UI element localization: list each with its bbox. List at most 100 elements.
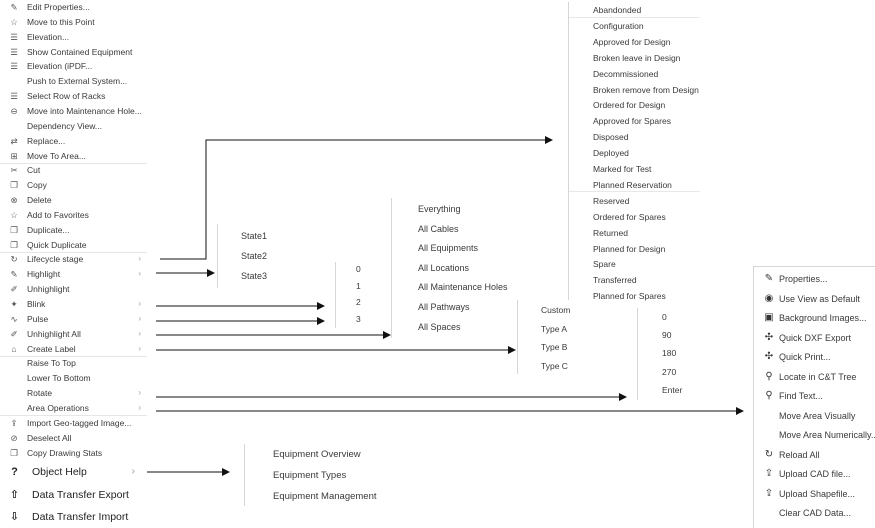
lifecycle-option-transferred[interactable]: Transferred [593,275,637,287]
menu-item-move-into-maintenance-hole[interactable]: ⊖Move into Maintenance Hole... [0,105,147,117]
lifecycle-option-returned[interactable]: Returned [593,228,628,240]
unhighlight-option-all-locations[interactable]: All Locations [418,262,469,274]
lifecycle-option-disposed[interactable]: Disposed [593,132,628,144]
upload-icon: ⇪ [764,468,774,479]
label-option-custom[interactable]: Custom [541,305,570,317]
lifecycle-option-marked-for-test[interactable]: Marked for Test [593,164,651,176]
menu-item-cut[interactable]: ✂Cut [0,164,147,176]
rotate-option-180[interactable]: 180 [662,348,676,360]
lifecycle-option-ordered-for-spares[interactable]: Ordered for Spares [593,212,666,224]
lifecycle-option-ordered-for-design[interactable]: Ordered for Design [593,100,665,112]
lifecycle-option-configuration[interactable]: Configuration [593,21,644,33]
menu-item-create-label[interactable]: ⌂Create Label› [0,343,147,355]
menu-item-delete[interactable]: ⊗Delete [0,194,147,206]
menu-item-add-to-favorites[interactable]: ☆Add to Favorites [0,209,147,221]
number-option-1[interactable]: 1 [356,281,361,293]
lifecycle-option-planned-for-design[interactable]: Planned for Design [593,244,665,256]
menu-item-lower-to-bottom[interactable]: Lower To Bottom [0,372,147,384]
menu-item-edit-properties[interactable]: ✎Edit Properties... [0,1,147,13]
unhighlight-option-all-cables[interactable]: All Cables [418,223,459,235]
menu-item-move-to-this-point[interactable]: ☆Move to this Point [0,16,147,28]
menu-item-area-operations[interactable]: Area Operations› [0,402,147,414]
menu-item-copy[interactable]: ❐Copy [0,179,147,191]
menu-item-quick-duplicate[interactable]: ❐Quick Duplicate [0,239,147,251]
lifecycle-option-reserved[interactable]: Reserved [593,196,629,208]
menu-item-data-transfer-export[interactable]: ⇧Data Transfer Export [0,487,147,503]
help-option-equipment-management[interactable]: Equipment Management [273,491,377,504]
number-option-2[interactable]: 2 [356,297,361,309]
rotate-option-270[interactable]: 270 [662,367,676,379]
area-option-quick-dxf-export[interactable]: ✣Quick DXF Export [765,332,851,344]
lifecycle-option-planned-for-spares[interactable]: Planned for Spares [593,291,666,303]
menu-item-elevation-ipdf[interactable]: ☰Elevation (iPDF... [0,60,147,72]
menu-item-copy-drawing-stats[interactable]: ❐Copy Drawing Stats [0,447,147,459]
lifecycle-option-spare[interactable]: Spare [593,259,616,271]
area-option-use-view-as-default[interactable]: ◉Use View as Default [765,293,860,305]
area-option-find-text[interactable]: ⚲Find Text... [765,390,823,402]
lifecycle-option-abandonded[interactable]: Abandonded [593,5,641,17]
state-option-state1[interactable]: State1 [241,230,267,242]
area-option-locate-in-c-t-tree[interactable]: ⚲Locate in C&T Tree [765,371,856,383]
rotate-option-90[interactable]: 90 [662,330,671,342]
menu-item-highlight[interactable]: ✎Highlight› [0,268,147,280]
area-option-quick-print[interactable]: ✣Quick Print... [765,351,831,363]
menu-item-push-to-external-system[interactable]: Push to External System... [0,75,147,87]
menu-item-deselect-all[interactable]: ⊘Deselect All [0,432,147,444]
item-label: Reserved [593,195,630,206]
unhighlight-option-all-spaces[interactable]: All Spaces [418,321,461,333]
lifecycle-option-broken-remove-from-design[interactable]: Broken remove from Design [593,85,699,97]
menu-item-show-contained-equipment[interactable]: ☰Show Contained Equipment [0,46,147,58]
label-option-type-c[interactable]: Type C [541,361,568,373]
unhighlight-option-all-pathways[interactable]: All Pathways [418,301,470,313]
area-option-properties[interactable]: ✎Properties... [765,273,828,285]
hole-icon: ⊖ [10,105,18,116]
item-label: All Equipments [418,243,479,254]
item-label: 270 [662,366,677,377]
area-option-clear-cad-data[interactable]: Clear CAD Data... [779,507,851,519]
menu-item-dependency-view[interactable]: Dependency View... [0,120,147,132]
unhighlight-option-all-maintenance-holes[interactable]: All Maintenance Holes [418,281,508,293]
area-option-move-area-visually[interactable]: Move Area Visually [779,410,855,422]
menu-item-import-geo-tagged-image[interactable]: ⇪Import Geo-tagged Image... [0,417,147,429]
help-option-equipment-overview[interactable]: Equipment Overview [273,449,361,462]
lifecycle-option-planned-reservation[interactable]: Planned Reservation [593,180,672,192]
menu-item-duplicate[interactable]: ❐Duplicate... [0,224,147,236]
help-option-equipment-types[interactable]: Equipment Types [273,470,346,483]
menu-item-raise-to-top[interactable]: Raise To Top [0,357,147,369]
menu-item-object-help[interactable]: ?Object Help› [0,464,147,480]
menu-item-unhighlight-all[interactable]: ✐Unhighlight All› [0,328,147,340]
lifecycle-option-deployed[interactable]: Deployed [593,148,629,160]
reload-icon: ↻ [764,448,774,460]
area-option-reload-all[interactable]: ↻Reload All [765,449,820,461]
state-option-state2[interactable]: State2 [241,250,267,262]
menu-item-replace[interactable]: ⇄Replace... [0,135,147,147]
label-option-type-a[interactable]: Type A [541,324,567,336]
state-option-state3[interactable]: State3 [241,270,267,282]
area-option-upload-cad-file[interactable]: ⇪Upload CAD file... [765,468,851,480]
lifecycle-option-decommissioned[interactable]: Decommissioned [593,69,658,81]
lifecycle-option-broken-leave-in-design[interactable]: Broken leave in Design [593,53,680,65]
menu-item-elevation[interactable]: ☰Elevation... [0,31,147,43]
rotate-option-enter[interactable]: Enter [662,385,682,397]
label-option-type-b[interactable]: Type B [541,342,567,354]
lifecycle-option-approved-for-spares[interactable]: Approved for Spares [593,116,671,128]
menu-item-move-to-area[interactable]: ⊞Move To Area... [0,150,147,162]
area-option-upload-shapefile[interactable]: ⇪Upload Shapefile... [765,488,855,500]
menu-item-rotate[interactable]: Rotate› [0,387,147,399]
lifecycle-option-approved-for-design[interactable]: Approved for Design [593,37,671,49]
unhighlight-option-everything[interactable]: Everything [418,203,461,215]
number-option-3[interactable]: 3 [356,314,361,326]
unhighlight-option-all-equipments[interactable]: All Equipments [418,242,478,254]
menu-item-select-row-of-racks[interactable]: ☰Select Row of Racks [0,90,147,102]
area-option-move-area-numerically[interactable]: Move Area Numerically... [779,429,875,441]
item-label: Disposed [593,132,629,143]
number-option-0[interactable]: 0 [356,264,361,276]
menu-item-data-transfer-import[interactable]: ⇩Data Transfer Import [0,509,147,525]
rotate-option-0[interactable]: 0 [662,312,667,324]
area-option-background-images[interactable]: ▣Background Images... [764,312,866,324]
menu-item-label: Elevation (iPDF... [27,61,93,72]
menu-item-unhighlight[interactable]: ✐Unhighlight [0,283,147,295]
menu-item-blink[interactable]: ✦Blink› [0,298,147,310]
menu-item-lifecycle-stage[interactable]: ↻Lifecycle stage› [0,253,147,265]
menu-item-pulse[interactable]: ∿Pulse› [0,313,147,325]
